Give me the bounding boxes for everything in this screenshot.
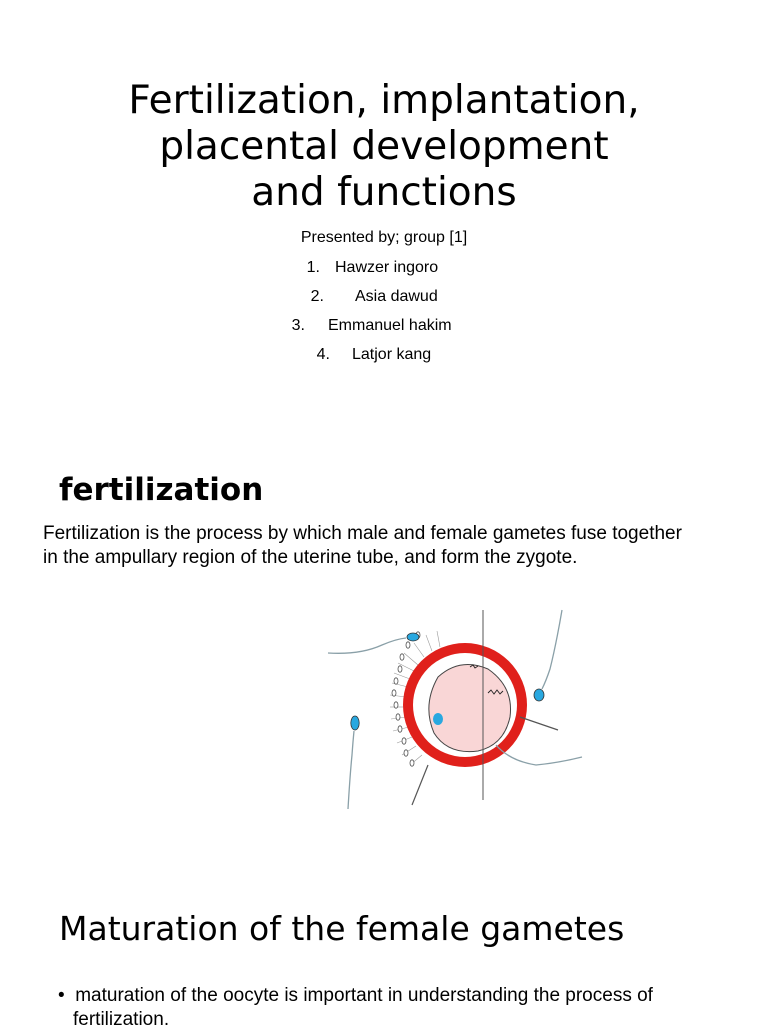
title-slide: Fertilization, implantation, placental d… — [0, 0, 768, 400]
sperm-head-icon — [350, 715, 360, 731]
title-line: placental development — [159, 124, 609, 169]
member-number: 3. — [291, 317, 305, 334]
sperm-head-icon — [406, 632, 420, 642]
member-number: 1. — [306, 259, 320, 276]
member-number: 4. — [316, 346, 330, 363]
member-item: 4. Latjor kang — [0, 345, 768, 374]
sperm-tail — [495, 744, 583, 766]
member-name: Emmanuel hakim — [328, 317, 452, 334]
member-name: Hawzer ingoro — [335, 259, 439, 276]
title-line: Fertilization, implantation, — [128, 78, 640, 123]
sperm-tail — [541, 609, 563, 690]
bullet-text: maturation of the oocyte is important in… — [73, 985, 653, 1030]
sperm-head-icon — [533, 688, 545, 702]
maturation-bullet: • maturation of the oocyte is important … — [58, 984, 723, 1032]
member-item: 1. Hawzer ingoro — [0, 258, 768, 287]
fertilization-illustration — [327, 609, 583, 810]
sperm-nucleus-icon — [433, 713, 443, 725]
bullet-marker: • — [58, 985, 65, 1006]
sperm-tail — [327, 637, 407, 654]
oocyte — [428, 664, 512, 753]
chromosome-squiggle — [487, 689, 504, 695]
member-number: 2. — [310, 288, 324, 305]
chromosome-squiggle — [469, 664, 479, 669]
member-item: 3. Emmanuel hakim — [0, 316, 768, 345]
corona-cells — [391, 631, 421, 767]
title-line: and functions — [251, 170, 517, 215]
presented-by: Presented by; group [1] — [300, 229, 468, 246]
maturation-heading: Maturation of the female gametes — [59, 909, 625, 948]
sperm-tail — [347, 730, 355, 810]
sperm-track — [519, 716, 559, 731]
member-name: Asia dawud — [355, 288, 438, 305]
member-item: 2. Asia dawud — [0, 287, 768, 316]
member-name: Latjor kang — [352, 346, 432, 363]
fertilization-slide: fertilization Fertilization is the proce… — [0, 440, 768, 840]
fertilization-definition: Fertilization is the process by which ma… — [43, 523, 682, 568]
maturation-slide: Maturation of the female gametes • matur… — [0, 880, 768, 1030]
sperm-track — [411, 764, 429, 806]
member-list: 1. Hawzer ingoro 2. Asia dawud 3. Emmanu… — [0, 258, 768, 374]
fertilization-heading: fertilization — [59, 472, 264, 508]
presentation-title: Fertilization, implantation, placental d… — [0, 78, 768, 216]
